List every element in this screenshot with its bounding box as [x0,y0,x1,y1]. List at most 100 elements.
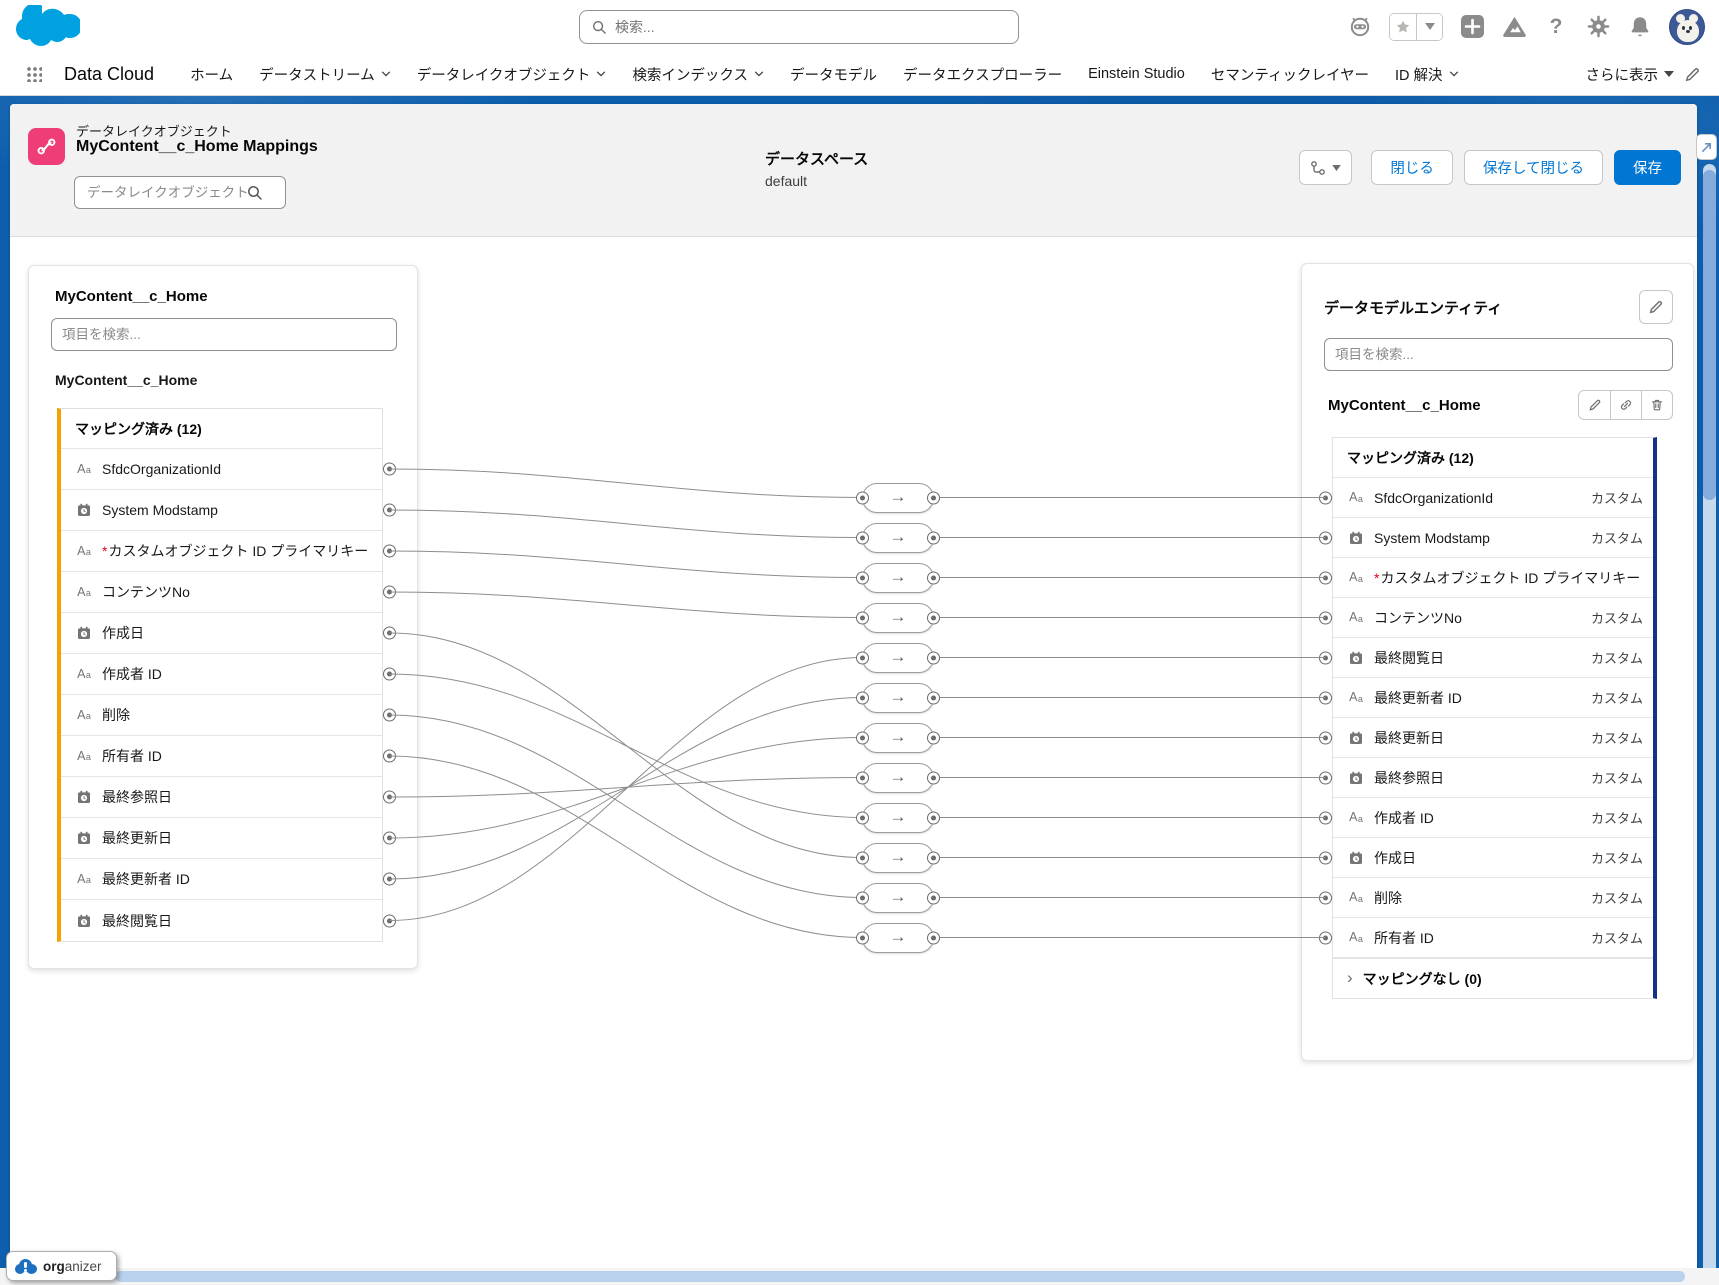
global-search[interactable] [579,10,1019,44]
source-port[interactable] [383,667,396,681]
node-input-port[interactable] [856,811,869,824]
target-port[interactable] [1319,491,1332,504]
mapping-transform-node[interactable]: → [856,922,940,953]
add-icon[interactable] [1459,14,1485,40]
edit-entity-button[interactable] [1639,290,1673,324]
source-port[interactable] [383,872,396,886]
nav-tab-5[interactable]: データエクスプローラー [903,67,1063,84]
node-output-port[interactable] [927,931,940,944]
mapping-transform-node[interactable]: → [856,602,940,633]
mapping-transform-node[interactable]: → [856,522,940,553]
dlo-search-input[interactable] [87,185,247,200]
favorites-caret-icon[interactable] [1416,13,1442,40]
app-launcher-icon[interactable] [26,66,42,82]
link-entity-button[interactable] [1610,391,1641,419]
mapping-transform-node[interactable]: → [856,682,940,713]
salesforce-logo-icon[interactable] [16,5,80,49]
node-input-port[interactable] [856,851,869,864]
target-port[interactable] [1319,731,1332,744]
nav-more[interactable]: さらに表示 [1586,64,1674,85]
expand-button[interactable] [1696,134,1717,160]
source-field-search-input[interactable] [62,327,386,342]
target-field-search-input[interactable] [1335,347,1662,362]
mapping-transform-node[interactable]: → [856,762,940,793]
nav-tab-1[interactable]: データストリーム [259,64,391,85]
target-field-row[interactable]: 最終参照日カスタム [1319,758,1653,798]
node-output-port[interactable] [927,851,940,864]
target-field-row[interactable]: 最終閲覧日カスタム [1319,638,1653,678]
node-input-port[interactable] [856,731,869,744]
target-port[interactable] [1319,851,1332,864]
edit-nav-pencil-icon[interactable] [1684,66,1701,83]
global-search-input[interactable] [615,19,1006,35]
source-port[interactable] [383,585,396,599]
source-field-row[interactable]: 最終更新日 [61,818,396,859]
horizontal-scroll-thumb[interactable] [115,1271,1685,1282]
target-port[interactable] [1319,891,1332,904]
mapping-transform-node[interactable]: → [856,802,940,833]
target-port[interactable] [1319,651,1332,664]
source-field-row[interactable]: 最終参照日 [61,777,396,818]
target-port[interactable] [1319,771,1332,784]
target-port[interactable] [1319,611,1332,624]
mapping-transform-node[interactable]: → [856,482,940,513]
node-output-port[interactable] [927,691,940,704]
unmapped-group-toggle[interactable]: ›マッピングなし (0) [1333,958,1653,998]
vertical-scroll-thumb[interactable] [1703,170,1716,500]
save-button[interactable]: 保存 [1614,150,1681,185]
node-input-port[interactable] [856,491,869,504]
dlo-search[interactable] [74,176,286,209]
target-port[interactable] [1319,571,1332,584]
node-input-port[interactable] [856,691,869,704]
setup-gear-icon[interactable] [1585,14,1611,40]
node-output-port[interactable] [927,531,940,544]
mapping-transform-node[interactable]: → [856,562,940,593]
node-output-port[interactable] [927,771,940,784]
target-field-row[interactable]: 作成日カスタム [1319,838,1653,878]
node-input-port[interactable] [856,891,869,904]
source-port[interactable] [383,544,396,558]
source-port[interactable] [383,462,396,476]
source-port[interactable] [383,831,396,845]
organizer-badge[interactable]: organizer [6,1251,117,1281]
app-name[interactable]: Data Cloud [64,63,155,84]
node-output-port[interactable] [927,611,940,624]
target-port[interactable] [1319,811,1332,824]
nav-tab-3[interactable]: 検索インデックス [632,64,764,85]
user-avatar[interactable] [1669,8,1705,45]
nav-tab-8[interactable]: ID 解決 [1395,64,1459,85]
mapping-transform-node[interactable]: → [856,882,940,913]
node-output-port[interactable] [927,571,940,584]
nav-tab-0[interactable]: ホーム [190,67,234,84]
nav-tab-2[interactable]: データレイクオブジェクト [417,64,607,85]
favorites-star-icon[interactable] [1390,13,1416,40]
edit-mapping-button[interactable] [1579,391,1610,419]
mapping-transform-node[interactable]: → [856,722,940,753]
node-input-port[interactable] [856,611,869,624]
vertical-scrollbar[interactable] [1696,134,1717,1285]
canvas-options-button[interactable] [1299,150,1353,185]
einstein-assistant-icon[interactable] [1347,14,1373,40]
source-field-row[interactable]: 作成日 [61,613,396,654]
target-port[interactable] [1319,531,1332,544]
trailhead-icon[interactable] [1501,14,1527,40]
source-port[interactable] [383,790,396,804]
node-input-port[interactable] [856,771,869,784]
node-input-port[interactable] [856,931,869,944]
node-input-port[interactable] [856,651,869,664]
horizontal-scrollbar[interactable] [0,1268,1719,1285]
save-and-close-button[interactable]: 保存して閉じる [1463,150,1603,185]
node-output-port[interactable] [927,811,940,824]
target-field-search[interactable] [1324,338,1673,371]
